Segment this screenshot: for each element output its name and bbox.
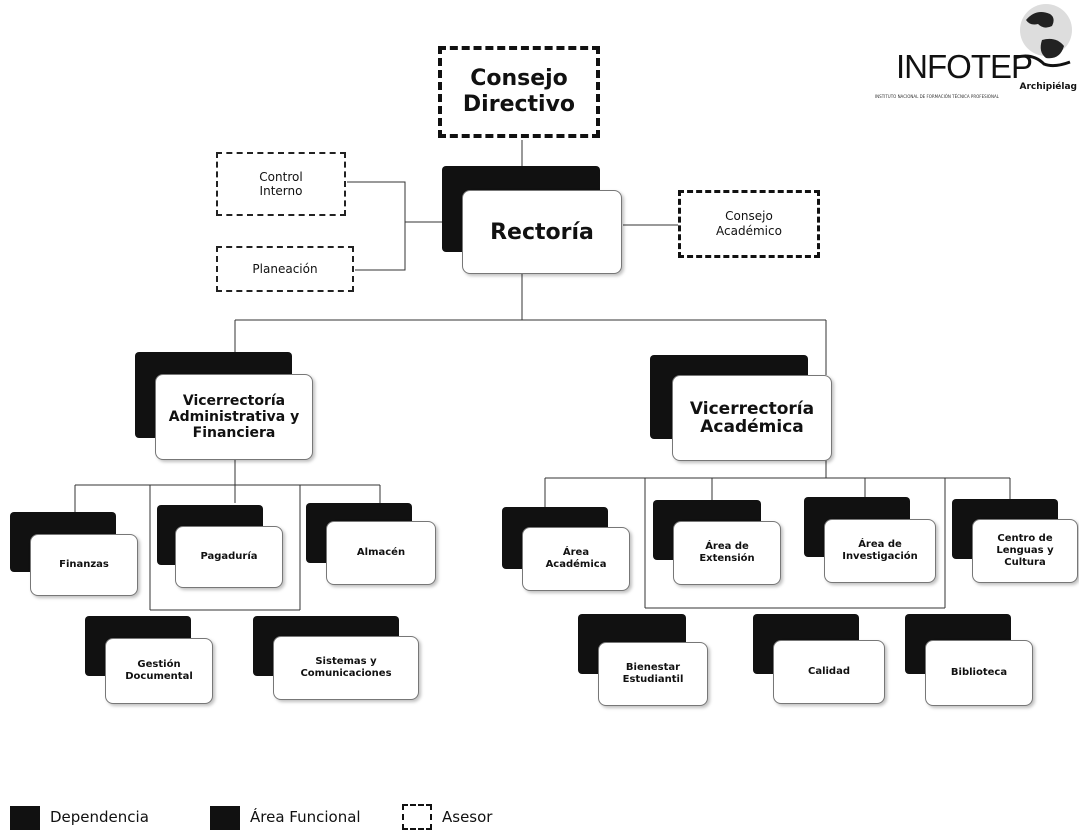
pagaduria-label: Pagaduría [200,551,258,562]
centro-lenguas-card: Centro de Lenguas y Cultura [972,519,1078,583]
legend: Dependencia Área Funcional Asesor [0,804,520,832]
logo-name: INFOTEP [896,48,1033,85]
area-academica-label: Área Académica [545,547,607,570]
legend-area-funcional-swatch [210,806,240,830]
area-academica-card: Área Académica [522,527,630,591]
planeacion-box: Planeación [216,246,354,292]
pagaduria-card: Pagaduría [175,526,283,588]
gestion-documental-label: Gestión Documental [125,659,193,682]
consejo-academico-label: Consejo Académico [716,209,782,238]
calidad-label: Calidad [807,666,850,677]
almacen-label: Almacén [356,547,406,558]
vice-acad-card: Vicerrectoría Académica [672,375,832,461]
area-extension-card: Área de Extensión [673,521,781,585]
almacen-card: Almacén [326,521,436,585]
rectoria-card: Rectoría [462,190,622,274]
control-interno-label: Control Interno [259,170,303,198]
gestion-documental-card: Gestión Documental [105,638,213,704]
vice-acad-label: Vicerrectoría Académica [689,399,815,437]
legend-asesor-swatch [402,804,432,830]
legend-dependencia-label: Dependencia [50,808,149,826]
consejo-directivo-box: Consejo Directivo [438,46,600,138]
area-investigacion-card: Área de Investigación [824,519,936,583]
area-investigacion-label: Área de Investigación [842,539,918,562]
vice-admin-label: Vicerrectoría Administrativa y Financier… [168,393,300,441]
vice-admin-card: Vicerrectoría Administrativa y Financier… [155,374,313,460]
consejo-academico-box: Consejo Académico [678,190,820,258]
logo-subtitle: Archipiélag [1019,82,1077,92]
rectoria-label: Rectoría [490,219,594,245]
bienestar-card: Bienestar Estudiantil [598,642,708,706]
biblioteca-label: Biblioteca [950,667,1008,678]
legend-area-funcional-label: Área Funcional [250,808,361,826]
planeacion-label: Planeación [252,262,318,276]
finanzas-label: Finanzas [59,559,109,570]
control-interno-box: Control Interno [216,152,346,216]
infotep-logo: INFOTEP Archipiélag INSTITUTO NACIONAL D… [872,0,1079,112]
calidad-card: Calidad [773,640,885,704]
bienestar-label: Bienestar Estudiantil [622,662,684,685]
centro-lenguas-label: Centro de Lenguas y Cultura [996,533,1054,568]
sistemas-label: Sistemas y Comunicaciones [300,656,392,679]
globe-icon [1013,4,1072,68]
biblioteca-card: Biblioteca [925,640,1033,706]
consejo-directivo-label: Consejo Directivo [462,66,576,117]
logo-tagline: INSTITUTO NACIONAL DE FORMACIÓN TÉCNICA … [875,94,999,99]
sistemas-card: Sistemas y Comunicaciones [273,636,419,700]
legend-dependencia-swatch [10,806,40,830]
legend-asesor-label: Asesor [442,808,493,826]
finanzas-card: Finanzas [30,534,138,596]
area-extension-label: Área de Extensión [699,541,755,564]
